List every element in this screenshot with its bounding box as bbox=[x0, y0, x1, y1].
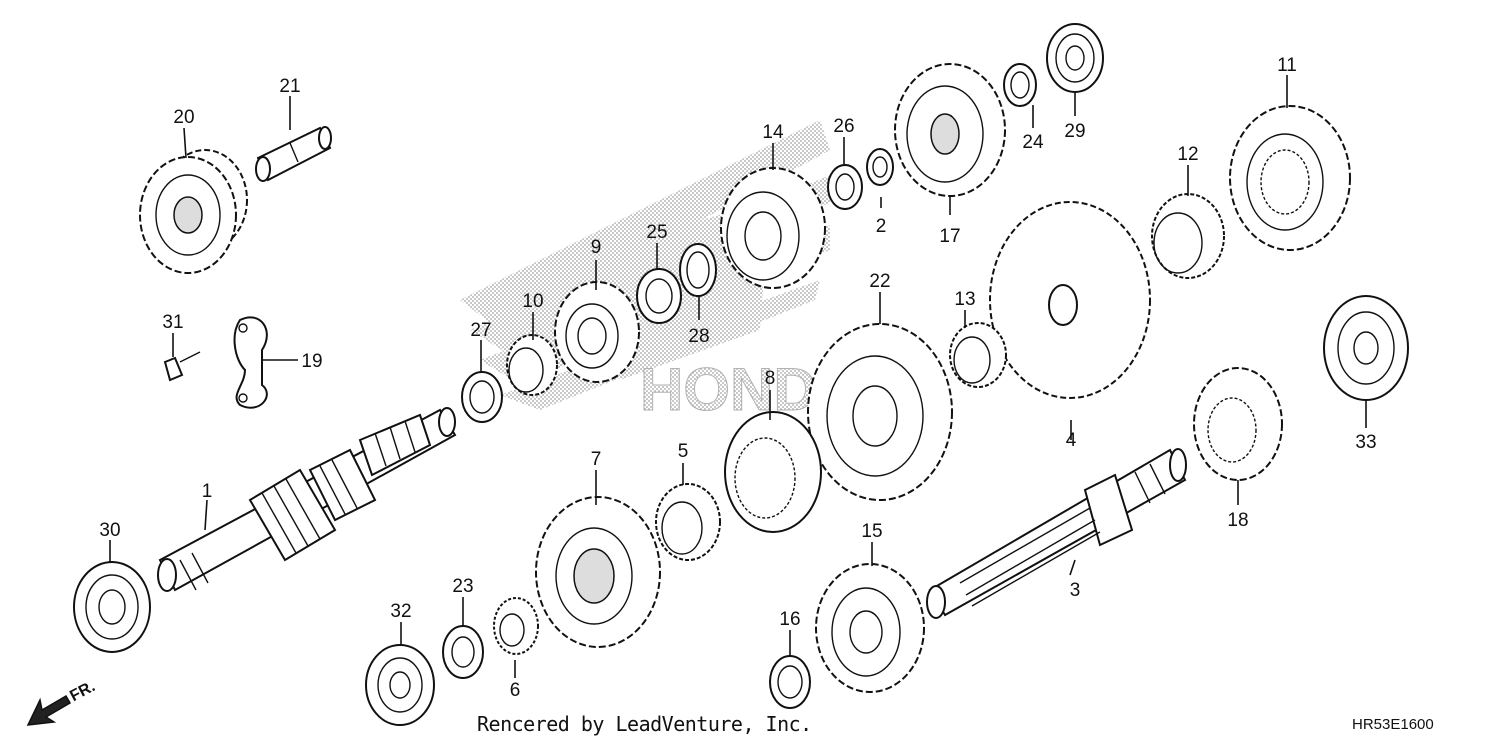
label-16: 16 bbox=[779, 609, 800, 630]
label-25: 25 bbox=[646, 222, 667, 243]
leader-lines bbox=[109, 75, 1367, 678]
part-32-bearing bbox=[365, 644, 435, 726]
label-11: 11 bbox=[1277, 55, 1297, 76]
label-17: 17 bbox=[939, 226, 960, 247]
label-23: 23 bbox=[452, 576, 473, 597]
part-18-gear bbox=[1193, 367, 1283, 481]
part-21-shaft bbox=[255, 126, 332, 182]
label-24: 24 bbox=[1022, 132, 1044, 153]
label-15: 15 bbox=[861, 521, 882, 542]
part-26-washer bbox=[827, 164, 863, 210]
label-2: 2 bbox=[876, 216, 887, 237]
credit-text: Rencered by LeadVenture, Inc. bbox=[477, 712, 812, 736]
callout-labels: 1 2 3 4 5 6 7 8 9 10 11 12 13 14 15 16 1… bbox=[99, 55, 1376, 701]
part-22-gear bbox=[807, 323, 953, 501]
diagram-code: HR53E1600 bbox=[1352, 716, 1434, 733]
label-30: 30 bbox=[99, 520, 120, 541]
part-23-washer bbox=[442, 625, 484, 679]
label-8: 8 bbox=[765, 368, 776, 389]
label-12: 12 bbox=[1177, 144, 1198, 165]
label-18: 18 bbox=[1227, 510, 1248, 531]
part-25-bearing bbox=[636, 268, 682, 324]
part-4-gear bbox=[989, 201, 1151, 399]
label-26: 26 bbox=[833, 116, 854, 137]
part-13-bearing bbox=[949, 322, 1007, 388]
label-21: 21 bbox=[279, 76, 300, 97]
label-28: 28 bbox=[688, 326, 709, 347]
front-direction-arrow-icon bbox=[26, 694, 72, 726]
part-30-bearing bbox=[73, 561, 151, 653]
part-7-gear bbox=[535, 496, 661, 648]
label-20: 20 bbox=[173, 107, 194, 128]
part-16-collar bbox=[769, 655, 811, 709]
label-32: 32 bbox=[390, 601, 411, 622]
part-12-bearing bbox=[1151, 193, 1225, 279]
part-24-washer bbox=[1003, 63, 1037, 107]
label-5: 5 bbox=[678, 441, 689, 462]
label-22: 22 bbox=[869, 271, 890, 292]
label-1: 1 bbox=[202, 481, 213, 502]
part-28-ring bbox=[679, 243, 717, 297]
label-3: 3 bbox=[1070, 580, 1081, 601]
part-29-bearing bbox=[1046, 23, 1104, 93]
label-14: 14 bbox=[762, 122, 784, 143]
part-33-bearing bbox=[1323, 295, 1409, 401]
part-5-bearing bbox=[655, 483, 721, 561]
part-14-gear bbox=[720, 167, 826, 289]
part-31-bolt bbox=[163, 351, 201, 382]
part-6-collar bbox=[493, 597, 539, 655]
part-19-plate bbox=[233, 316, 268, 409]
part-8-sleeve bbox=[724, 411, 822, 533]
label-10: 10 bbox=[522, 291, 543, 312]
label-6: 6 bbox=[510, 680, 521, 701]
label-27: 27 bbox=[470, 320, 491, 341]
part-9-gear bbox=[554, 281, 640, 383]
label-9: 9 bbox=[591, 237, 602, 258]
label-4: 4 bbox=[1066, 430, 1077, 451]
label-33: 33 bbox=[1355, 432, 1376, 453]
label-29: 29 bbox=[1064, 121, 1085, 142]
part-10-bearing bbox=[506, 334, 558, 396]
label-7: 7 bbox=[591, 449, 602, 470]
part-20-gear bbox=[139, 149, 248, 274]
part-11-gear bbox=[1229, 105, 1351, 251]
label-19: 19 bbox=[301, 351, 322, 372]
part-15-gear bbox=[815, 563, 925, 693]
label-13: 13 bbox=[954, 289, 975, 310]
part-3-countershaft bbox=[926, 448, 1187, 619]
part-17-gear bbox=[894, 63, 1006, 197]
part-2-bushing bbox=[866, 148, 894, 186]
part-1-mainshaft bbox=[157, 407, 457, 592]
part-27-washer bbox=[461, 371, 503, 423]
label-31: 31 bbox=[162, 312, 183, 333]
